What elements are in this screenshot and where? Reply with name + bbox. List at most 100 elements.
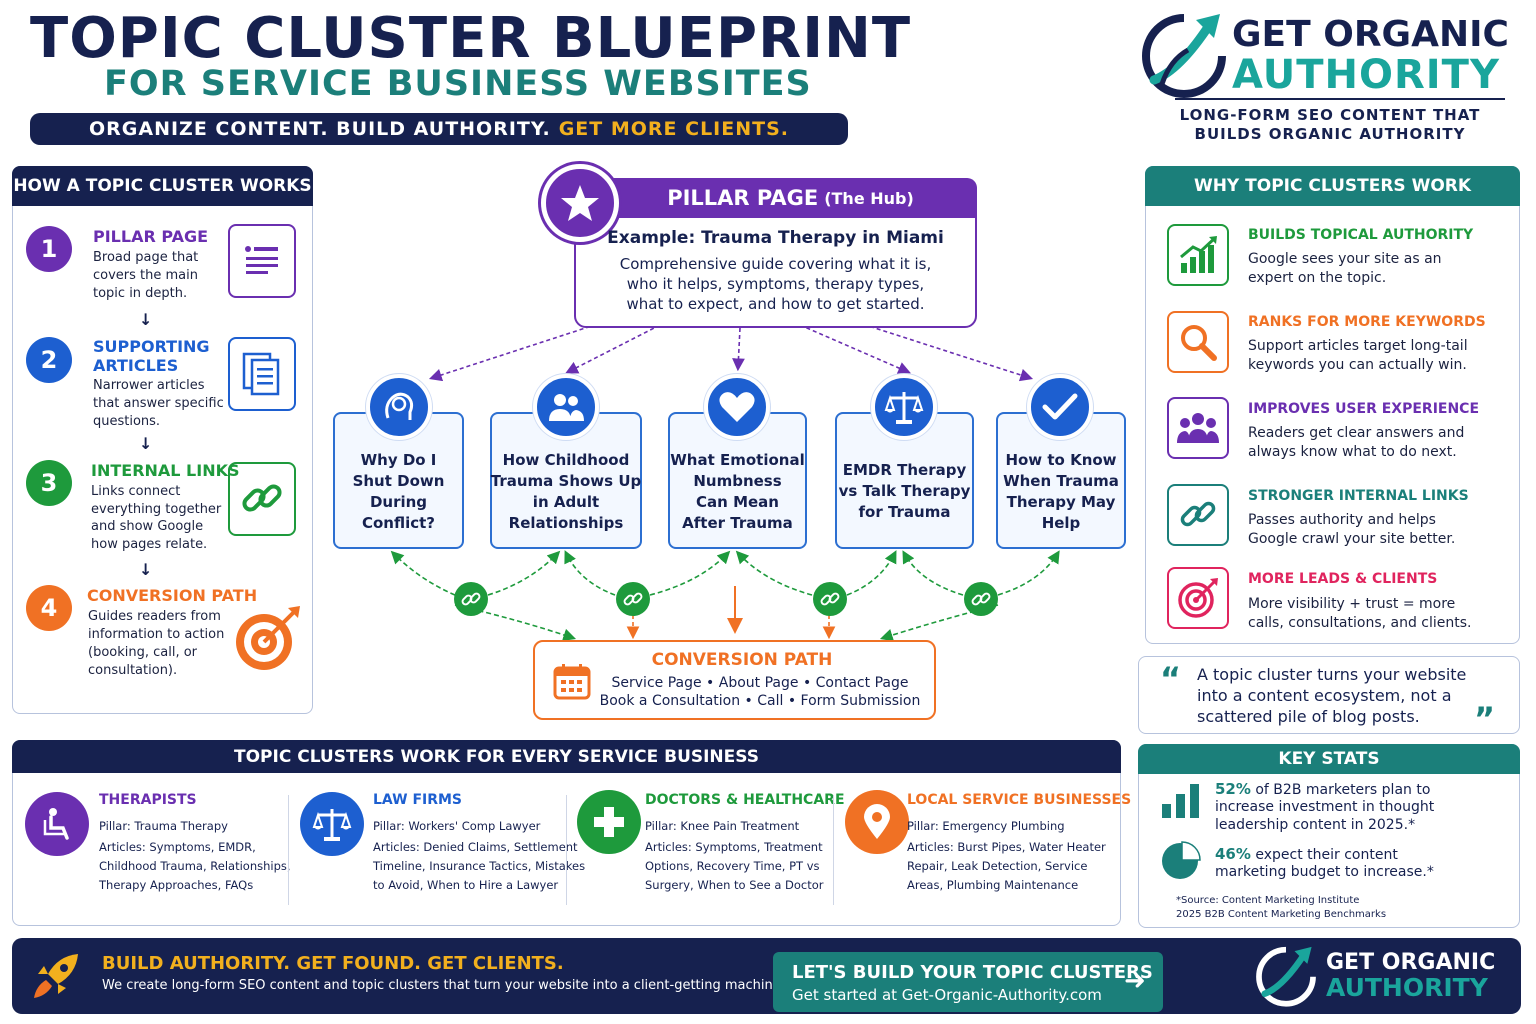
link-badge-icon [616, 582, 650, 616]
biz-line: Areas, Plumbing Maintenance [907, 878, 1079, 892]
therapist-chair-icon [25, 792, 89, 856]
card-text-line: Shut Down [352, 472, 445, 490]
card-text-line: for Trauma [858, 503, 951, 521]
quote-close-icon: ” [1474, 700, 1496, 738]
quote-line: into a content ecosystem, not a [1197, 686, 1452, 705]
why-desc-line: More visibility + trust = more [1248, 596, 1456, 612]
step-desc-line: and show Google [91, 519, 204, 534]
biz-line: Options, Recovery Time, PT vs [645, 859, 820, 873]
source-note: 2025 B2B Content Marketing Benchmarks [1176, 909, 1387, 920]
cta-title: LET'S BUILD YOUR TOPIC CLUSTERS [792, 962, 1153, 983]
step-title-articles: ARTICLES [93, 356, 179, 375]
cta-button[interactable] [773, 952, 1163, 1012]
step-number-2: 2 [26, 337, 72, 383]
step-desc-line: Guides readers from [88, 609, 221, 624]
pie-chart-icon [1162, 841, 1201, 879]
tagline-highlight: GET MORE CLIENTS. [558, 118, 789, 140]
step-number-3: 3 [26, 460, 72, 506]
conversion-title: CONVERSION PATH [651, 650, 833, 670]
card-text-line: Therapy May [1006, 493, 1116, 511]
down-arrow-icon: ↓ [139, 434, 153, 453]
card-text-line: EMDR Therapy [842, 461, 967, 479]
card-text-line: Can Mean [696, 493, 779, 511]
stat-line: marketing budget to increase.* [1215, 864, 1434, 880]
why-desc-line: Google crawl your site better. [1248, 531, 1456, 547]
business-types-header: TOPIC CLUSTERS WORK FOR EVERY SERVICE BU… [12, 740, 1121, 773]
why-title: RANKS FOR MORE KEYWORDS [1248, 314, 1486, 330]
down-arrow-icon: ↓ [139, 560, 153, 579]
biz-pillar: Pillar: Trauma Therapy [99, 819, 228, 833]
card-text-line: After Trauma [682, 514, 793, 532]
biz-line: Articles: Symptoms, Treatment [645, 840, 823, 854]
pillar-desc-line: who it helps, symptoms, therapy types, [626, 275, 925, 293]
why-title: MORE LEADS & CLIENTS [1248, 571, 1438, 587]
key-stats-header: KEY STATS [1138, 744, 1520, 774]
conversion-line: Book a Consultation • Call • Form Submis… [599, 693, 921, 709]
tagline-banner: ORGANIZE CONTENT. BUILD AUTHORITY. GET M… [30, 113, 848, 145]
stat-percent: 52% [1215, 780, 1251, 798]
documents-icon [228, 337, 296, 411]
footer-desc: We create long-form SEO content and topi… [102, 978, 785, 993]
pillar-page-header: PILLAR PAGE (The Hub) [574, 178, 977, 218]
step-desc-line: that answer specific [93, 396, 224, 411]
biz-line: Articles: Burst Pipes, Water Heater [907, 840, 1106, 854]
stat-percent: 46% [1215, 845, 1251, 863]
why-desc-line: calls, consultations, and clients. [1248, 615, 1472, 631]
stat-line: leadership content in 2025.* [1215, 817, 1416, 833]
quote-line: A topic cluster turns your website [1197, 665, 1467, 684]
link-badge-icon [454, 582, 488, 616]
bar-chart-icon [1162, 784, 1199, 818]
step-desc-line: Links connect [91, 484, 181, 499]
step-desc-line: consultation). [88, 663, 178, 678]
pillar-title: PILLAR PAGE [667, 186, 819, 210]
source-note: *Source: Content Marketing Institute [1176, 895, 1360, 906]
chain-link-icon [228, 462, 296, 536]
stat-text: of B2B marketers plan to [1255, 782, 1431, 798]
brand-logo-icon [1256, 946, 1316, 1007]
step-desc-line: questions. [93, 414, 161, 429]
why-desc-line: keywords you can actually win. [1248, 357, 1467, 373]
biz-pillar: Pillar: Workers' Comp Lawyer [373, 819, 541, 833]
biz-pillar: Pillar: Emergency Plumbing [907, 819, 1065, 833]
link-badge-icon [813, 582, 847, 616]
quote-line: scattered pile of blog posts. [1197, 707, 1420, 726]
step-title-supporting: SUPPORTING [93, 337, 210, 356]
conversion-path-card[interactable] [533, 640, 936, 720]
why-desc-line: Passes authority and helps [1248, 512, 1436, 528]
card-text-line: Why Do I [360, 451, 437, 469]
checkmark-icon [1027, 374, 1093, 440]
card-text-line: How to Know [1005, 451, 1117, 469]
step-desc-line: Narrower articles [93, 378, 205, 393]
stat-text: expect their content [1255, 847, 1398, 863]
page-document-icon [228, 224, 296, 298]
step-number-1: 1 [26, 226, 72, 272]
rocket-icon [34, 954, 78, 998]
stat-line: 52% of B2B marketers plan to [1215, 780, 1430, 798]
step-desc-line: Broad page that [93, 250, 199, 265]
pillar-desc-line: Comprehensive guide covering what it is, [619, 255, 932, 273]
step-title-internal-links: INTERNAL LINKS [91, 461, 240, 480]
stat-line: 46% expect their content [1215, 845, 1398, 863]
why-desc-line: Support articles target long-tail [1248, 338, 1468, 354]
divider [288, 795, 289, 905]
medical-cross-icon [577, 790, 641, 854]
footer-title: BUILD AUTHORITY. GET FOUND. GET CLIENTS. [102, 953, 564, 974]
magnifier-icon [1167, 311, 1229, 373]
biz-line: Timeline, Insurance Tactics, Mistakes [373, 859, 586, 873]
brand-slogan-line1: LONG-FORM SEO CONTENT THAT [1179, 106, 1481, 124]
quote-open-icon: “ [1160, 660, 1182, 698]
step-desc-line: information to action [88, 627, 225, 642]
chain-link-icon [1167, 484, 1229, 546]
pillar-example: Example: Trauma Therapy in Miami [607, 228, 944, 248]
cluster-article-card[interactable] [490, 412, 642, 549]
tagline-text: ORGANIZE CONTENT. BUILD AUTHORITY. [89, 118, 551, 140]
footer-brand-name: GET ORGANIC [1326, 950, 1496, 975]
card-text-line: What Emotional [670, 451, 805, 469]
heart-icon [704, 374, 770, 440]
step-desc-line: how pages relate. [91, 537, 208, 552]
brain-head-icon [366, 374, 432, 440]
cta-url[interactable]: Get started at Get-Organic-Authority.com [792, 986, 1102, 1004]
brand-divider [1175, 98, 1505, 100]
brand-slogan-line2: BUILDS ORGANIC AUTHORITY [1194, 125, 1466, 143]
divider [833, 795, 834, 905]
